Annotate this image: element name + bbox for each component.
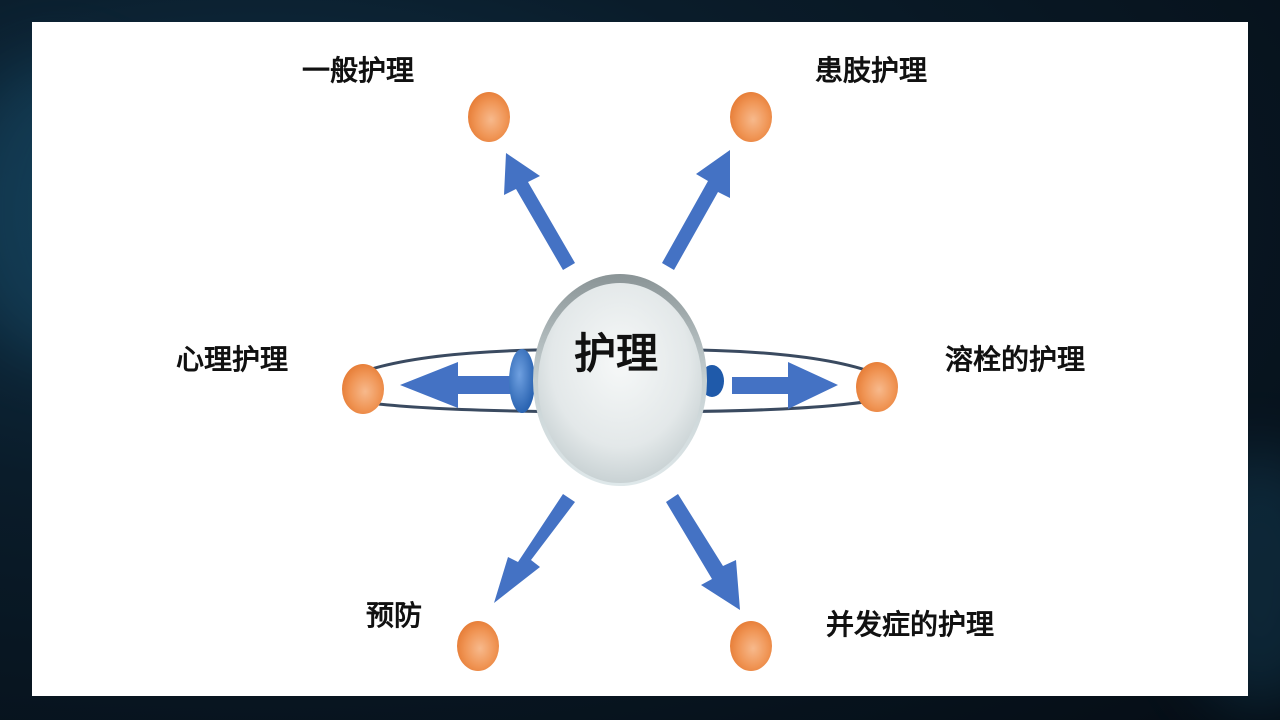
arrow-icon: [504, 153, 575, 270]
node-label-psych: 心理护理: [176, 343, 289, 376]
center-node: [533, 274, 707, 486]
node-label-complication: 并发症的护理: [826, 608, 995, 641]
node-label-prevent: 预防: [366, 599, 423, 632]
node-dot-psych: [342, 364, 384, 414]
center-label: 护理: [574, 329, 659, 378]
arrow-icon: [732, 362, 838, 409]
arrow-icon: [662, 150, 730, 270]
node-dot-thrombo: [856, 362, 898, 412]
node-dot-complication: [730, 621, 772, 671]
arrow-icon: [494, 494, 575, 603]
node-label-thrombo: 溶栓的护理: [945, 343, 1086, 376]
node-label-limb: 患肢护理: [815, 54, 928, 87]
node-dot-general: [468, 92, 510, 142]
arrow-icon: [400, 362, 520, 408]
arrow-icon: [666, 494, 740, 610]
node-label-general: 一般护理: [302, 54, 415, 87]
node-dot-prevent: [457, 621, 499, 671]
orbit-cap-left: [509, 349, 535, 413]
node-dot-limb: [730, 92, 772, 142]
